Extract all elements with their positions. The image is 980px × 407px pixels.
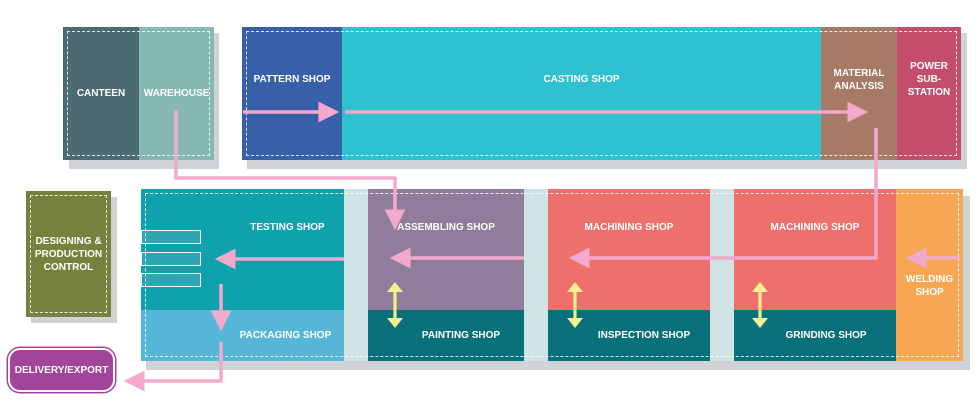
warehouse-label: WAREHOUSE xyxy=(143,88,210,99)
designing-block: DESIGNING & PRODUCTION CONTROL xyxy=(26,191,111,317)
welding-shop-block: WELDING SHOP xyxy=(896,189,963,361)
packaging-shop-label: PACKAGING SHOP xyxy=(239,330,332,341)
canteen-label: CANTEEN xyxy=(76,88,126,99)
corridor-2 xyxy=(524,189,548,361)
machining-shop-2-label: MACHINING SHOP xyxy=(770,222,860,233)
inspection-shop-block: INSPECTION SHOP xyxy=(548,310,710,361)
testing-bay-3 xyxy=(141,273,201,287)
casting-shop-block: CASTING SHOP xyxy=(342,27,821,160)
canteen-block: CANTEEN xyxy=(63,27,139,160)
grinding-shop-label: GRINDING SHOP xyxy=(785,330,867,341)
painting-shop-label: PAINTING SHOP xyxy=(421,330,501,341)
exchange-arrow-assembling-painting xyxy=(387,282,403,328)
corridor-1 xyxy=(344,189,368,361)
exchange-arrow-machining-inspection xyxy=(567,282,583,328)
welding-shop-label: WELDING SHOP xyxy=(905,274,954,298)
pattern-shop-block: PATTERN SHOP xyxy=(242,27,342,160)
testing-bay-1 xyxy=(141,230,201,244)
material-analysis-block: MATERIAL ANALYSIS xyxy=(821,27,897,160)
power-substation-label: POWER SUB-STATION xyxy=(907,61,951,98)
designing-label: DESIGNING & PRODUCTION CONTROL xyxy=(34,235,103,273)
testing-bay-2 xyxy=(141,252,201,266)
delivery-export-block: DELIVERY/EXPORT xyxy=(8,348,115,392)
flow-packaging-to-delivery xyxy=(123,342,223,392)
exchange-arrow-machining-grinding xyxy=(752,282,768,328)
flow-warehouse-to-assembling xyxy=(174,110,406,231)
material-flow-lines xyxy=(123,101,960,392)
machining-shop-1-label: MACHINING SHOP xyxy=(584,222,674,233)
packaging-shop-block: PACKAGING SHOP xyxy=(141,310,344,361)
casting-shop-label: CASTING SHOP xyxy=(543,74,620,85)
corridor-3 xyxy=(710,189,734,361)
material-analysis-label: MATERIAL ANALYSIS xyxy=(833,67,885,92)
pattern-shop-label: PATTERN SHOP xyxy=(253,74,331,85)
exchange-arrows xyxy=(387,282,768,328)
inspection-shop-label: INSPECTION SHOP xyxy=(597,330,691,341)
testing-shop-block: TESTING SHOP xyxy=(141,189,344,310)
flow-material-analysis-to-machining xyxy=(568,128,878,269)
delivery-export-label: DELIVERY/EXPORT xyxy=(14,364,109,376)
assembling-shop-label: ASSEMBLING SHOP xyxy=(397,222,495,233)
power-substation-block: POWER SUB-STATION xyxy=(897,27,961,160)
testing-shop-label: TESTING SHOP xyxy=(250,222,325,233)
